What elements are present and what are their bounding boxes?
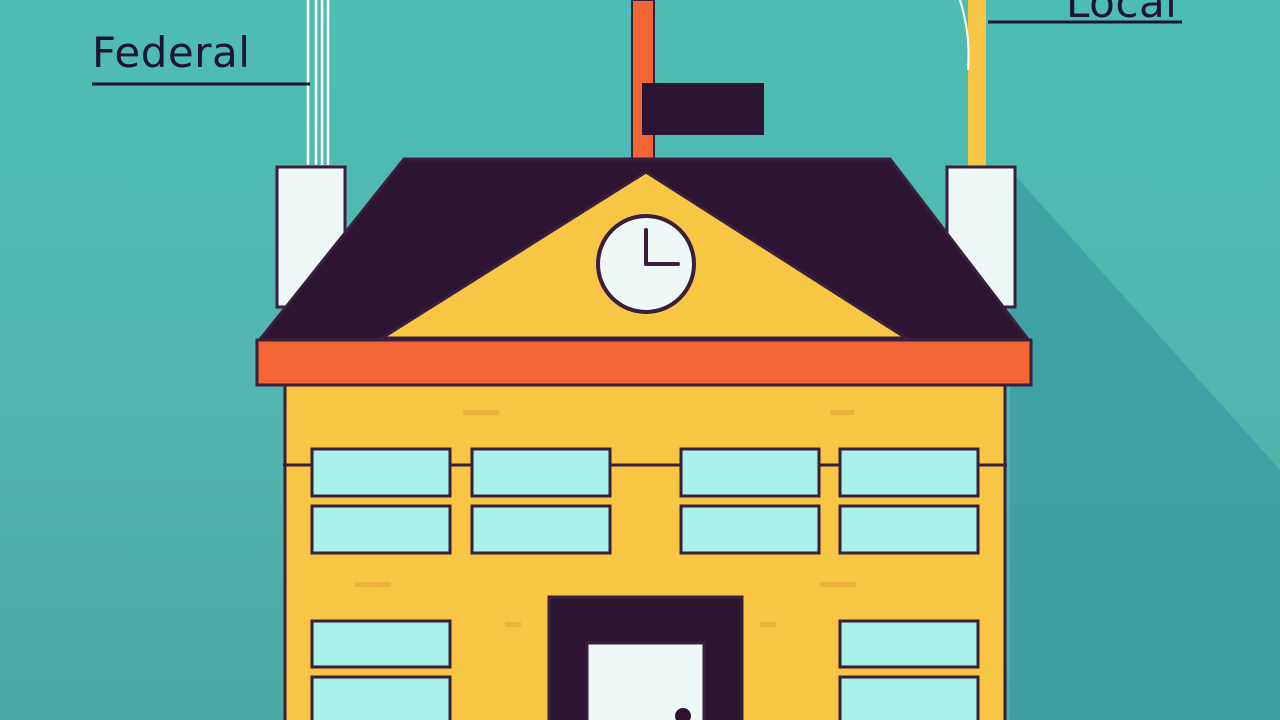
lower-windows bbox=[310, 619, 980, 720]
federal-label: Federal bbox=[92, 28, 251, 77]
local-steam-line bbox=[959, 0, 970, 71]
door bbox=[585, 641, 706, 720]
local-label: Local bbox=[1066, 0, 1178, 27]
flag-pole bbox=[631, 0, 655, 161]
upper-windows bbox=[310, 447, 980, 555]
building-shadow bbox=[1010, 170, 1280, 720]
roof-trim-band bbox=[255, 338, 1033, 387]
brick-marks bbox=[355, 410, 856, 627]
clock-icon bbox=[596, 214, 696, 314]
local-pole bbox=[968, 0, 986, 168]
federal-steam-lines bbox=[306, 0, 330, 165]
flag-icon bbox=[642, 83, 764, 135]
door-knob bbox=[675, 708, 691, 720]
